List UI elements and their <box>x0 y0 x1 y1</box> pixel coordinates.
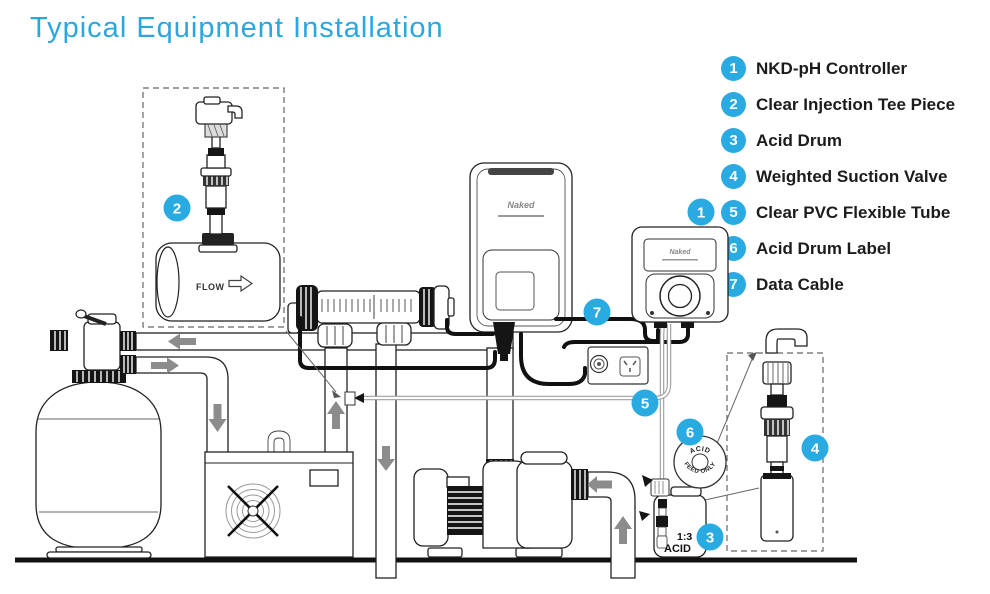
svg-text:1: 1 <box>697 204 705 221</box>
svg-text:7: 7 <box>593 304 601 321</box>
legend-item-controller: 1 NKD-pH Controller <box>721 56 955 81</box>
arrow-down-heater-pipe <box>208 404 227 432</box>
svg-text:4: 4 <box>811 440 820 457</box>
arrow-down-cell-outlet <box>377 446 395 471</box>
power-cord <box>519 332 587 386</box>
callout-7: 7 <box>583 298 611 326</box>
legend-label-3: Acid Drum <box>756 131 842 150</box>
acid-drum-label: ACID FEED ONLY <box>673 435 727 489</box>
arrow-up-cell-pipe <box>327 401 345 429</box>
pool-pump <box>413 451 588 558</box>
arrow-left-pump-inlet <box>587 476 612 493</box>
svg-text:ACID: ACID <box>689 446 711 456</box>
controller-power-cable <box>562 327 690 349</box>
flow-label: FLOW <box>196 282 225 292</box>
callout-4: 4 <box>801 434 829 462</box>
legend-badge-1: 1 <box>721 56 746 81</box>
legend-badge-5: 5 <box>721 200 746 225</box>
legend-label-6: Acid Drum Label <box>756 239 892 258</box>
callout-3: 3 <box>696 523 724 551</box>
svg-text:3: 3 <box>706 529 714 546</box>
socket-icon <box>619 356 641 377</box>
page-title: Typical Equipment Installation <box>30 12 444 44</box>
legend-label-5: Clear PVC Flexible Tube <box>756 203 951 222</box>
plug-icon <box>589 354 609 374</box>
legend-label-1: NKD-pH Controller <box>756 59 908 78</box>
legend-item-tee-piece: 2 Clear Injection Tee Piece <box>721 92 955 117</box>
callout-badges: 1 2 3 4 5 6 7 <box>163 194 829 551</box>
arrow-up-suction-pipe <box>614 516 632 544</box>
multiport-valve <box>50 309 136 383</box>
legend: 1 NKD-pH Controller 2 Clear Injection Te… <box>721 56 955 297</box>
power-outlet <box>587 346 649 385</box>
drum-ratio-text: 1:3 <box>677 531 692 543</box>
ph-controller: Naked <box>631 226 729 328</box>
cell-cable <box>298 316 497 370</box>
cell-cable-2 <box>445 318 495 336</box>
injection-fitting <box>344 391 356 406</box>
legend-label-4: Weighted Suction Valve <box>756 167 948 186</box>
drum-acid-text: ACID <box>664 543 691 555</box>
legend-badge-4: 4 <box>721 164 746 189</box>
flow-arrow-icon <box>228 274 254 293</box>
legend-item-suction-valve: 4 Weighted Suction Valve <box>721 164 955 189</box>
callout-6: 6 <box>676 418 704 446</box>
heat-pump <box>204 451 354 558</box>
sand-filter <box>35 309 162 559</box>
injection-tee-detail: FLOW <box>142 87 341 398</box>
callout-5: 5 <box>631 389 659 417</box>
legend-label-7: Data Cable <box>756 275 844 294</box>
fan-icon <box>225 483 281 539</box>
power-supply-logo: Naked <box>507 200 535 210</box>
legend-badge-3: 3 <box>721 128 746 153</box>
weighted-suction-valve <box>704 328 824 552</box>
svg-text:6: 6 <box>686 424 694 441</box>
callout-1: 1 <box>687 198 715 226</box>
legend-item-pvc-tube: 5 Clear PVC Flexible Tube <box>721 200 955 225</box>
arrow-left-top-pipe <box>168 333 196 350</box>
svg-text:5: 5 <box>641 395 649 412</box>
callout-2: 2 <box>163 194 191 222</box>
chlorinator-cell <box>287 285 455 348</box>
flow-arrows <box>151 333 632 544</box>
drum-lid-fitting <box>650 478 670 497</box>
acid-drum: 1:3 ACID <box>639 475 707 558</box>
power-supply-unit: Naked <box>469 162 573 333</box>
legend-badge-2: 2 <box>721 92 746 117</box>
cable-plug <box>493 322 515 354</box>
pointer-arrow-tube <box>639 511 650 521</box>
injection-arrow <box>354 393 364 403</box>
svg-text:2: 2 <box>173 200 181 217</box>
arrow-right-return-pipe <box>151 357 179 374</box>
pointer-arrow-lid <box>642 475 653 487</box>
legend-label-2: Clear Injection Tee Piece <box>756 95 956 114</box>
controller-logo: Naked <box>669 249 691 256</box>
legend-item-acid-drum: 3 Acid Drum <box>721 128 955 153</box>
cables <box>298 316 690 386</box>
label-text-top: ACID <box>689 446 711 456</box>
